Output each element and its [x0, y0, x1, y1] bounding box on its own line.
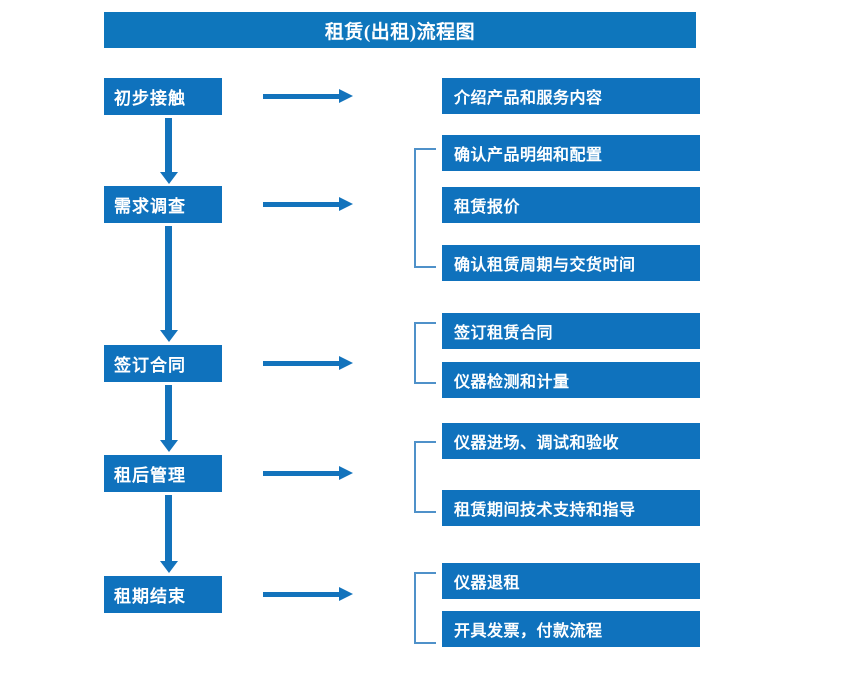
horizontal-arrow-post-rental-mgmt — [263, 465, 355, 481]
vertical-arrow-contract-to-mgmt — [160, 385, 178, 452]
detail-box-technical-support[interactable]: 租赁期间技术支持和指导 — [442, 490, 700, 526]
vertical-arrow-mgmt-to-end — [160, 495, 178, 573]
vertical-arrow-survey-to-contract — [160, 226, 178, 342]
detail-box-invoice-payment[interactable]: 开具发票，付款流程 — [442, 611, 700, 647]
bracket-rental-end-group — [414, 572, 436, 644]
stage-box-initial-contact[interactable]: 初步接触 — [104, 78, 222, 115]
vertical-arrow-contact-to-survey — [160, 118, 178, 184]
stage-box-sign-contract[interactable]: 签订合同 — [104, 345, 222, 382]
detail-box-instrument-inspection[interactable]: 仪器检测和计量 — [442, 362, 700, 398]
detail-box-instrument-return[interactable]: 仪器退租 — [442, 563, 700, 599]
detail-box-rental-quotation[interactable]: 租赁报价 — [442, 187, 700, 223]
stage-box-rental-end[interactable]: 租期结束 — [104, 576, 222, 613]
stage-box-needs-survey[interactable]: 需求调查 — [104, 186, 222, 223]
horizontal-arrow-needs-survey — [263, 196, 355, 212]
detail-box-confirm-spec-config[interactable]: 确认产品明细和配置 — [442, 135, 700, 171]
detail-box-confirm-period-delivery[interactable]: 确认租赁周期与交货时间 — [442, 245, 700, 281]
bracket-needs-survey-group — [414, 148, 436, 268]
horizontal-arrow-initial-contact — [263, 88, 355, 104]
bracket-post-rental-mgmt-group — [414, 441, 436, 513]
bracket-sign-contract-group — [414, 322, 436, 384]
horizontal-arrow-sign-contract — [263, 355, 355, 371]
detail-box-sign-rental-contract[interactable]: 签订租赁合同 — [442, 313, 700, 349]
page-title: 租赁(出租)流程图 — [104, 12, 696, 48]
horizontal-arrow-rental-end — [263, 586, 355, 602]
stage-box-post-rental-mgmt[interactable]: 租后管理 — [104, 455, 222, 492]
detail-box-introduce-products[interactable]: 介绍产品和服务内容 — [442, 78, 700, 114]
detail-box-instrument-onsite[interactable]: 仪器进场、调试和验收 — [442, 423, 700, 459]
